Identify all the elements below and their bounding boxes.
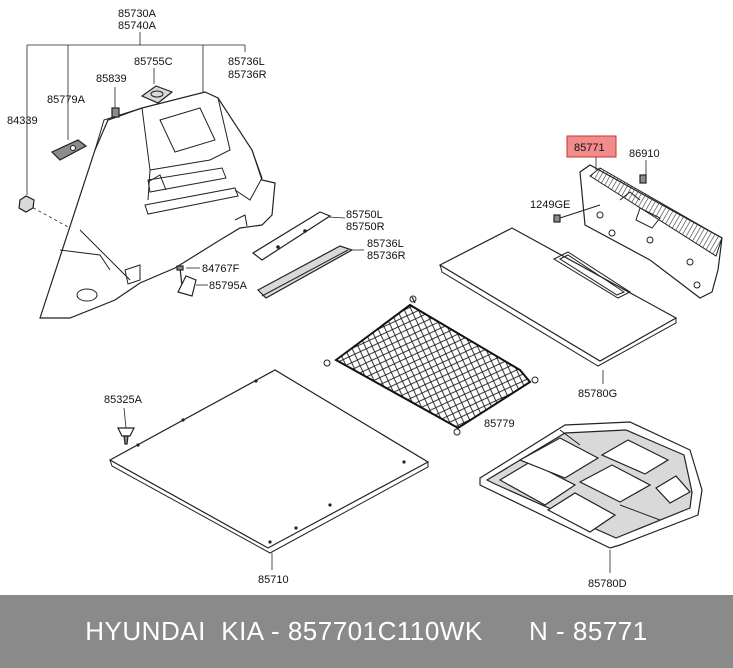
part-number-footer: HYUNDAI KIA - 857701C110WK N - 85771 <box>0 595 733 668</box>
label-85779: 85779 <box>484 418 515 430</box>
label-85755c: 85755C <box>134 56 173 68</box>
label-85325a: 85325A <box>104 394 143 406</box>
part-85325a-clip <box>117 427 135 445</box>
footer-part-number: N - 85771 <box>529 616 648 646</box>
label-85736l-b: 85736L <box>367 238 404 250</box>
label-85740a: 85740A <box>118 20 157 32</box>
label-84767f: 84767F <box>202 263 240 275</box>
part-85755c-bracket <box>140 85 174 104</box>
part-84339-fastener <box>18 195 35 213</box>
part-85780d-tray <box>479 421 703 549</box>
part-85710-floor-mat <box>108 369 430 554</box>
part-84767f-85795a-hardware <box>176 265 208 297</box>
label-85750l: 85750L <box>346 209 383 221</box>
part-86910-clip <box>639 160 647 184</box>
label-84339: 84339 <box>7 115 38 127</box>
part-85779a-hook <box>50 139 88 161</box>
label-85780g: 85780G <box>578 388 617 400</box>
part-85780g-cover <box>438 227 678 367</box>
parts-diagram: 85730A 85740A 85755C 85736L 85736R 85839… <box>7 8 723 590</box>
part-85750-garnish <box>251 211 346 261</box>
label-85750r: 85750R <box>346 221 385 233</box>
part-85771-panel <box>579 164 723 299</box>
label-86910: 86910 <box>629 148 660 160</box>
label-85710: 85710 <box>258 574 289 586</box>
label-85779a: 85779A <box>47 94 86 106</box>
label-85736r-b: 85736R <box>367 250 406 262</box>
label-85780d: 85780D <box>588 578 627 590</box>
label-85736l: 85736L <box>228 56 265 68</box>
part-85736-lower-garnish <box>257 245 364 299</box>
part-85779-luggage-net <box>323 295 539 436</box>
footer-gap <box>483 616 529 647</box>
trim-bracket-leader <box>26 32 246 195</box>
footer-brand-code: HYUNDAI KIA - 857701C110WK <box>85 616 483 646</box>
highlight-box-85771 <box>566 135 617 158</box>
label-85839: 85839 <box>96 73 127 85</box>
part-1249ge-bolt <box>553 204 601 223</box>
label-1249ge: 1249GE <box>530 199 570 211</box>
label-85736r: 85736R <box>228 69 267 81</box>
label-85795a: 85795A <box>209 280 248 292</box>
label-85730a: 85730A <box>118 8 157 20</box>
quarter-trim-panel <box>27 91 276 319</box>
label-85771: 85771 <box>574 142 605 154</box>
part-85839-clip <box>111 107 120 118</box>
